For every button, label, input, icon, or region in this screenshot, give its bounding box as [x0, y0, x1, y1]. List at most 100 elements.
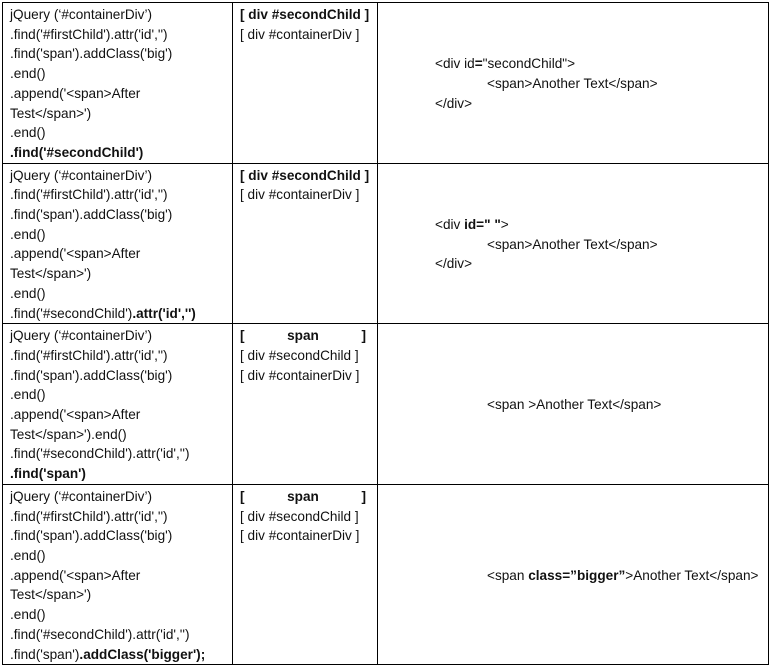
result-cell: <span >Another Text</span> [377, 323, 769, 485]
result-segment: > [500, 216, 509, 232]
code-cell: jQuery (‘#containerDiv’) .find('#firstChi… [2, 162, 233, 325]
code-line: .end() [10, 546, 227, 566]
stack-entry: [ div #containerDiv ] [240, 528, 360, 544]
result-line: <span>Another Text</span> [378, 235, 763, 255]
result-segment: <span>Another Text</span> [487, 236, 658, 252]
code-line: .find('span').addClass('big') [10, 526, 227, 546]
code-segment: jQuery (‘#containerDiv’) [10, 328, 153, 344]
code-segment: .find('#secondChild').attr('id','') [10, 446, 190, 462]
code-segment: .addClass('bigger'); [79, 646, 206, 662]
code-line: .end() [10, 605, 227, 625]
result-segment: <span >Another Text</span> [487, 397, 662, 413]
stack-entry: [ div #containerDiv ] [240, 26, 360, 42]
result-cell: <div id=" "><span>Another Text</span></d… [377, 162, 769, 325]
code-line: .find('#secondChild').attr('id','') [10, 444, 227, 464]
result-segment: class=”bigger” [528, 567, 626, 583]
code-segment: jQuery (‘#containerDiv’) [10, 7, 153, 22]
table-row: jQuery (‘#containerDiv’).find('#firstChi… [2, 483, 769, 665]
code-segment: .end() [10, 125, 46, 141]
code-segment: .find('#secondChild').attr('id','') [10, 626, 190, 642]
code-line: Test</span>') [10, 264, 227, 284]
code-cell: jQuery (‘#containerDiv’) .find('#firstChi… [2, 2, 233, 164]
code-line: .find('#firstChild').attr('id','') [10, 346, 227, 366]
code-line: jQuery (‘#containerDiv’) [10, 487, 227, 507]
code-line: .append('<span>After [10, 405, 227, 425]
code-line: .find('span').addClass('big') [10, 366, 227, 386]
code-segment: .append('<span>After [10, 246, 141, 262]
bracket-open: [ [240, 328, 245, 344]
result-segment: <span [487, 567, 529, 583]
result-line: <div id="secondChild"> [378, 54, 763, 74]
code-line: .append('<span>After [10, 244, 227, 264]
table-row: jQuery (‘#containerDiv’) .find('#firstChi… [2, 2, 769, 164]
code-segment: .find('#secondChild') [10, 144, 144, 160]
code-line: Test</span>') [10, 104, 227, 124]
bracket-close: ] [361, 488, 366, 504]
stack-cell: [ div #secondChild ][ div #containerDiv … [232, 162, 378, 325]
code-segment: jQuery (‘#containerDiv’) [10, 167, 153, 183]
result-segment: </div> [435, 256, 473, 272]
stack-entry: [ span] [240, 326, 372, 346]
code-line: jQuery (‘#containerDiv’) [10, 5, 227, 25]
result-line: <span class=”bigger”>Another Text</span> [378, 566, 763, 586]
code-line: .end() [10, 123, 227, 143]
code-segment: .end() [10, 547, 46, 563]
stack-entry-label: span [287, 488, 319, 504]
code-segment: .attr('id','') [132, 305, 196, 321]
stack-entry: [ div #secondChild ] [240, 7, 370, 22]
stack-cell: [span][ div #secondChild ][ div #contain… [232, 323, 378, 485]
stack-entry: [ div #secondChild ] [240, 167, 370, 183]
code-segment: .find('span') [10, 646, 80, 662]
code-segment: .end() [10, 285, 46, 301]
code-segment: Test</span>') [10, 266, 92, 282]
code-cell: jQuery (‘#containerDiv’) .find('#firstChi… [2, 323, 233, 485]
code-line: .find('#firstChild').attr('id','') [10, 185, 227, 205]
result-segment: "secondChild"> [482, 56, 576, 72]
result-cell: <div id="secondChild"><span>Another Text… [377, 2, 769, 164]
code-line: .end() [10, 64, 227, 84]
code-segment: .append('<span>After [10, 407, 141, 423]
code-segment: .find('span').addClass('big') [10, 367, 173, 383]
result-line: <span>Another Text</span> [378, 74, 763, 94]
code-line: .find('span').addClass('big') [10, 44, 227, 64]
code-segment: .find('#firstChild').attr('id','') [10, 187, 168, 203]
result-line: <span >Another Text</span> [378, 395, 763, 415]
code-segment: jQuery (‘#containerDiv’) [10, 488, 153, 504]
result-segment: </div> [435, 95, 473, 111]
code-line: .find('#secondChild').attr('id','') [10, 304, 227, 324]
code-line: .end() [10, 225, 227, 245]
stack-entry: [ div #containerDiv ] [240, 367, 360, 383]
stack-entry-label: span [287, 328, 319, 344]
code-segment: .append('<span>After [10, 567, 141, 583]
code-line: .find('span').addClass('bigger'); [10, 645, 227, 665]
code-line: .find('span') [10, 464, 227, 484]
code-segment: .find('span').addClass('big') [10, 207, 173, 223]
code-line: .append('<span>After [10, 84, 227, 104]
code-segment: .append('<span>After [10, 85, 141, 101]
result-segment: <span>Another Text</span> [487, 75, 658, 91]
code-segment: .find('#firstChild').attr('id','') [10, 347, 168, 363]
stack-entry: [ div #secondChild ] [240, 508, 359, 524]
code-segment: Test</span>') [10, 105, 92, 121]
code-line: .append('<span>After [10, 566, 227, 586]
code-segment: .find('#firstChild').attr('id','') [10, 26, 168, 42]
code-line: Test</span>') [10, 585, 227, 605]
result-segment: >Another Text</span> [625, 567, 759, 583]
code-segment: .find('#secondChild') [10, 305, 133, 321]
table-row: jQuery (‘#containerDiv’) .find('#firstChi… [2, 162, 769, 325]
code-segment: Test</span>').end() [10, 426, 127, 442]
code-line: jQuery (‘#containerDiv’) [10, 326, 227, 346]
bracket-close: ] [361, 328, 366, 344]
code-line: .find('#secondChild').attr('id','') [10, 625, 227, 645]
code-segment: .find('span').addClass('big') [10, 528, 173, 544]
code-segment: Test</span>') [10, 587, 92, 603]
code-line: .find('#secondChild') [10, 143, 227, 163]
code-segment: .end() [10, 226, 46, 242]
result-segment: = [474, 56, 483, 72]
result-segment: <div id [435, 56, 475, 72]
result-line: </div> [378, 94, 763, 114]
code-segment: .end() [10, 66, 46, 82]
code-cell: jQuery (‘#containerDiv’).find('#firstChi… [2, 483, 233, 665]
bracket-open: [ [240, 488, 245, 504]
code-line: .find('#firstChild').attr('id','') [10, 25, 227, 45]
